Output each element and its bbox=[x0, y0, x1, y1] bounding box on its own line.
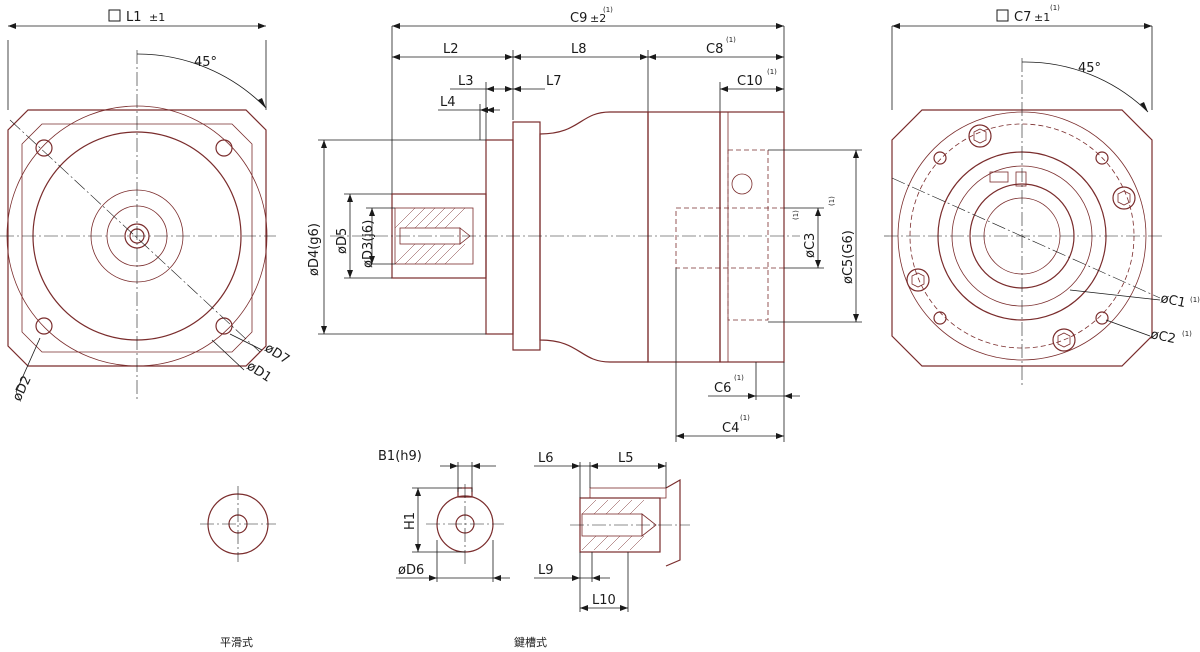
d3-label: øD3(j6) bbox=[361, 220, 376, 268]
l7-label: L7 bbox=[546, 74, 562, 89]
l10-label: L10 bbox=[592, 593, 616, 608]
d6-label: øD6 bbox=[398, 563, 424, 578]
smooth-shaft-view: 平滑式 bbox=[200, 486, 276, 649]
c6-note: (1) bbox=[734, 374, 744, 382]
c9-note: (1) bbox=[603, 6, 613, 14]
front-angle-label: 45° bbox=[194, 55, 217, 70]
c9-label: C9 bbox=[570, 11, 587, 26]
c5-label: øC5(G6) bbox=[841, 230, 856, 284]
h1-label: H1 bbox=[403, 512, 418, 530]
c5-note: (1) bbox=[828, 196, 836, 206]
d1-label: øD1 bbox=[244, 359, 274, 386]
c7-label: C7 bbox=[1014, 10, 1031, 25]
l8-label: L8 bbox=[571, 42, 587, 57]
c4-note: (1) bbox=[740, 414, 750, 422]
c10-note: (1) bbox=[767, 68, 777, 76]
front-view: L1 ±1 45° øD2 øD7 øD1 bbox=[0, 9, 292, 404]
c8-label: C8 bbox=[706, 42, 723, 57]
c7-note: (1) bbox=[1050, 4, 1060, 12]
c7-tolerance: ±1 bbox=[1034, 11, 1050, 24]
d5-label: øD5 bbox=[335, 228, 350, 254]
l3-label: L3 bbox=[458, 74, 474, 89]
l2-label: L2 bbox=[443, 42, 459, 57]
l9-label: L9 bbox=[538, 563, 554, 578]
c8-note: (1) bbox=[726, 36, 736, 44]
d7-label: øD7 bbox=[262, 341, 292, 368]
l1-tolerance: ±1 bbox=[149, 11, 165, 24]
side-view: C9 ±2 (1) L2 L8 C8 (1) L3 L7 C10 (1) bbox=[307, 6, 862, 442]
shaft-detail-view: L6 L5 L9 L10 bbox=[534, 451, 690, 612]
rear-angle-label: 45° bbox=[1078, 61, 1101, 76]
l5-label: L5 bbox=[618, 451, 634, 466]
c4-label: C4 bbox=[722, 421, 739, 436]
caption-keyed: 鍵槽式 bbox=[514, 635, 547, 649]
caption-smooth: 平滑式 bbox=[220, 636, 253, 649]
c9-tolerance: ±2 bbox=[590, 12, 606, 25]
keyed-shaft-view: B1(h9) H1 øD6 鍵槽式 bbox=[378, 449, 547, 649]
l4-label: L4 bbox=[440, 95, 456, 110]
c10-label: C10 bbox=[737, 74, 763, 89]
d2-label: øD2 bbox=[10, 374, 35, 404]
d4-label: øD4(g6) bbox=[307, 223, 322, 276]
c2-note: (1) bbox=[1182, 330, 1192, 338]
l1-label: L1 bbox=[126, 10, 142, 25]
c1-note: (1) bbox=[1190, 296, 1200, 304]
c2-label: øC2 bbox=[1149, 327, 1177, 347]
c1-label: øC1 bbox=[1159, 291, 1187, 311]
rear-view: C7 ±1 (1) 45° øC1 (1) bbox=[884, 4, 1200, 388]
c3-label: øC3 bbox=[803, 233, 818, 258]
b1-label: B1(h9) bbox=[378, 449, 422, 464]
c3-note: (1) bbox=[792, 210, 800, 220]
c6-label: C6 bbox=[714, 381, 731, 396]
l6-label: L6 bbox=[538, 451, 554, 466]
